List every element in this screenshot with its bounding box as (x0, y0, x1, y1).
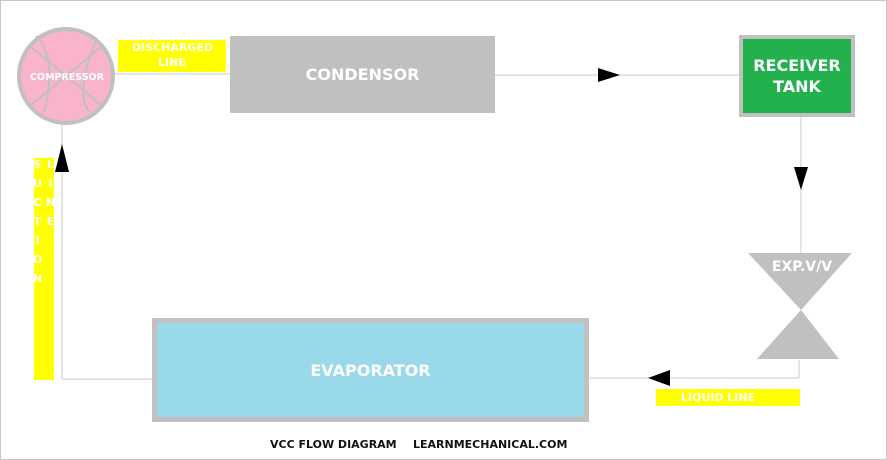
receiver-label-line1: RECEIVER (753, 56, 841, 75)
discharged-line-label-2: LINE (158, 56, 186, 69)
liquid-line-tag: LIQUID LINE (656, 389, 800, 406)
evaporator-box: EVAPORATOR (152, 318, 589, 422)
receiver-tank-label: RECEIVER TANK (753, 55, 841, 97)
compressor-symbol (17, 27, 115, 125)
receiver-label-line2: TANK (773, 77, 821, 96)
flow-arrow-left (648, 370, 670, 386)
discharged-line-tag: DISCHARGED LINE (118, 40, 226, 72)
liquid-line-label: LIQUID LINE (680, 391, 756, 404)
flow-arrow-right (598, 68, 620, 82)
condenser-label: CONDENSOR (305, 65, 420, 84)
evaporator-label: EVAPORATOR (310, 360, 431, 380)
diagram-caption: VCC FLOW DIAGRAM (270, 438, 397, 451)
discharged-line-label-1: DISCHARGED (132, 41, 214, 54)
compressor-label: COMPRESSOR (30, 72, 104, 83)
condenser-box: CONDENSOR (230, 36, 495, 113)
suction-line-tag: SUCTION LINE (31, 158, 57, 380)
flow-arrow-down (794, 167, 808, 190)
flow-arrow-up (55, 144, 69, 172)
receiver-tank-box: RECEIVER TANK (739, 35, 855, 117)
suction-line-label: SUCTION LINE (31, 158, 57, 291)
site-credit: LEARNMECHANICAL.COM (413, 438, 568, 451)
expansion-valve-symbol (748, 253, 852, 359)
expansion-valve-label: EXP.V/V (771, 259, 833, 275)
